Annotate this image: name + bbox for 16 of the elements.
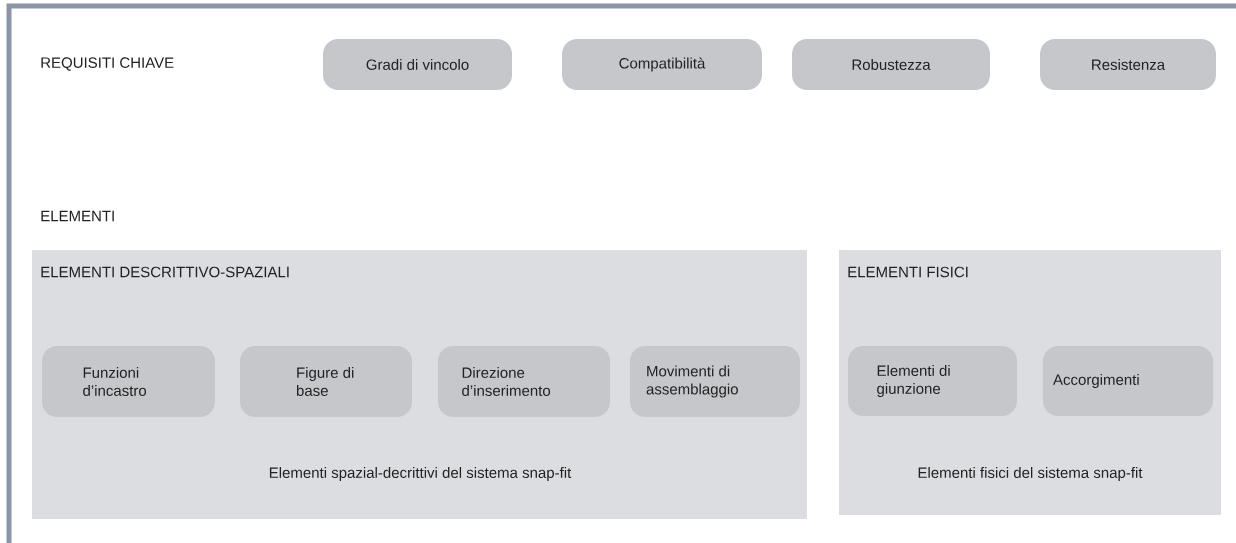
element-box: Elementi di giunzione xyxy=(848,346,1017,416)
panel-heading: ELEMENTI FISICI xyxy=(848,266,968,278)
element-box: Accorgimenti xyxy=(1043,346,1213,416)
panel-heading: ELEMENTI DESCRITTIVO-SPAZIALI xyxy=(41,266,289,278)
panel-caption: Elementi fisici del sistema snap-fit xyxy=(918,467,1143,481)
requirement-box: Robustezza xyxy=(792,39,990,90)
element-box: Funzioni d’incastro xyxy=(42,346,215,417)
section-label: ELEMENTI xyxy=(41,210,114,222)
requirement-box: Compatibilità xyxy=(562,39,762,90)
panel-caption: Elementi spazial-decrittivi del sistema snap-fit xyxy=(269,467,572,481)
element-box: Direzione d’inserimento xyxy=(438,346,610,417)
element-box: Movimenti di assemblaggio xyxy=(630,346,800,417)
requirement-box: Resistenza xyxy=(1040,39,1216,90)
section-label: REQUISITI CHIAVE xyxy=(41,57,174,71)
requirement-box: Gradi di vincolo xyxy=(323,39,512,90)
element-box: Figure di base xyxy=(240,346,412,417)
